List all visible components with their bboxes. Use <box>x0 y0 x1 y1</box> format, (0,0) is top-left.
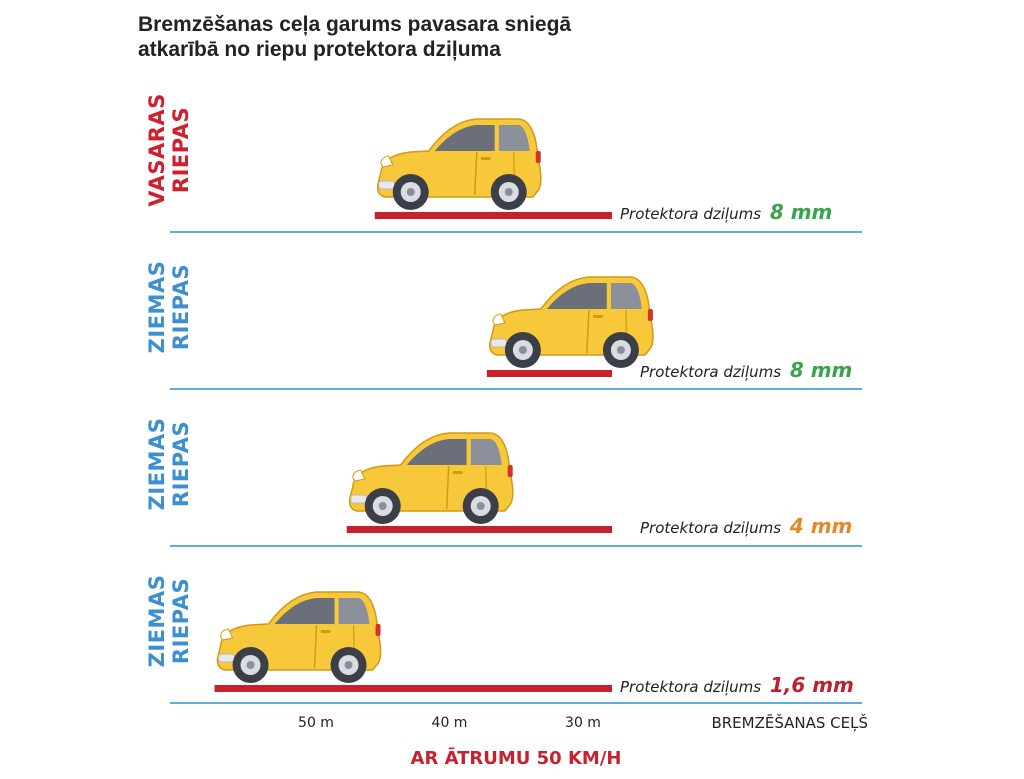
tire-type-label-line: RIEPAS <box>169 107 193 193</box>
braking-distance-bar <box>374 212 612 219</box>
tread-depth-label: Protektora dziļums 4 mm <box>640 514 852 538</box>
tire-type-label-line: ZIEMAS <box>145 418 169 511</box>
car-icon <box>489 276 654 369</box>
tire-type-label-line: ZIEMAS <box>145 575 169 668</box>
x-tick-label: 40 m <box>432 715 468 731</box>
braking-distance-bar <box>214 685 613 692</box>
tread-depth-value: 4 mm <box>789 514 853 538</box>
tire-type-label-line: RIEPAS <box>169 421 193 507</box>
title-line-1: Bremzēšanas ceļa garums pavasara sniegā <box>138 13 572 36</box>
tire-type-label-line: RIEPAS <box>169 578 193 664</box>
tire-type-label-line: VASARAS <box>145 93 169 207</box>
x-tick-label: 50 m <box>298 715 334 731</box>
tread-depth-value: 8 mm <box>770 200 833 224</box>
tread-depth-value: 1,6 mm <box>770 673 854 697</box>
tread-depth-value: 8 mm <box>790 358 853 382</box>
tire-type-label-line: RIEPAS <box>169 264 193 350</box>
braking-distance-bar <box>346 526 612 533</box>
x-axis-label: BREMZĒŠANAS CEĻŠ <box>711 713 868 732</box>
car-icon <box>216 591 382 684</box>
car-icon <box>376 118 542 211</box>
chart-title: Bremzēšanas ceļa garums pavasara sniegā … <box>138 12 571 62</box>
tread-depth-label: Protektora dziļums 8 mm <box>640 358 852 382</box>
x-tick-label: 30 m <box>565 715 601 731</box>
tread-depth-label: Protektora dziļums 1,6 mm <box>620 673 854 697</box>
braking-distance-bar <box>486 370 612 377</box>
car-icon <box>348 432 514 525</box>
title-line-2: atkarībā no riepu protektora dziļuma <box>138 38 501 61</box>
tread-depth-label: Protektora dziļums 8 mm <box>620 200 832 224</box>
tire-type-label-line: ZIEMAS <box>145 261 169 354</box>
speed-caption: AR ĀTRUMU 50 KM/H <box>411 748 622 769</box>
x-axis: 50 m 40 m 30 m BREMZĒŠANAS CEĻŠ AR ĀTRUMU 50… <box>298 713 868 769</box>
